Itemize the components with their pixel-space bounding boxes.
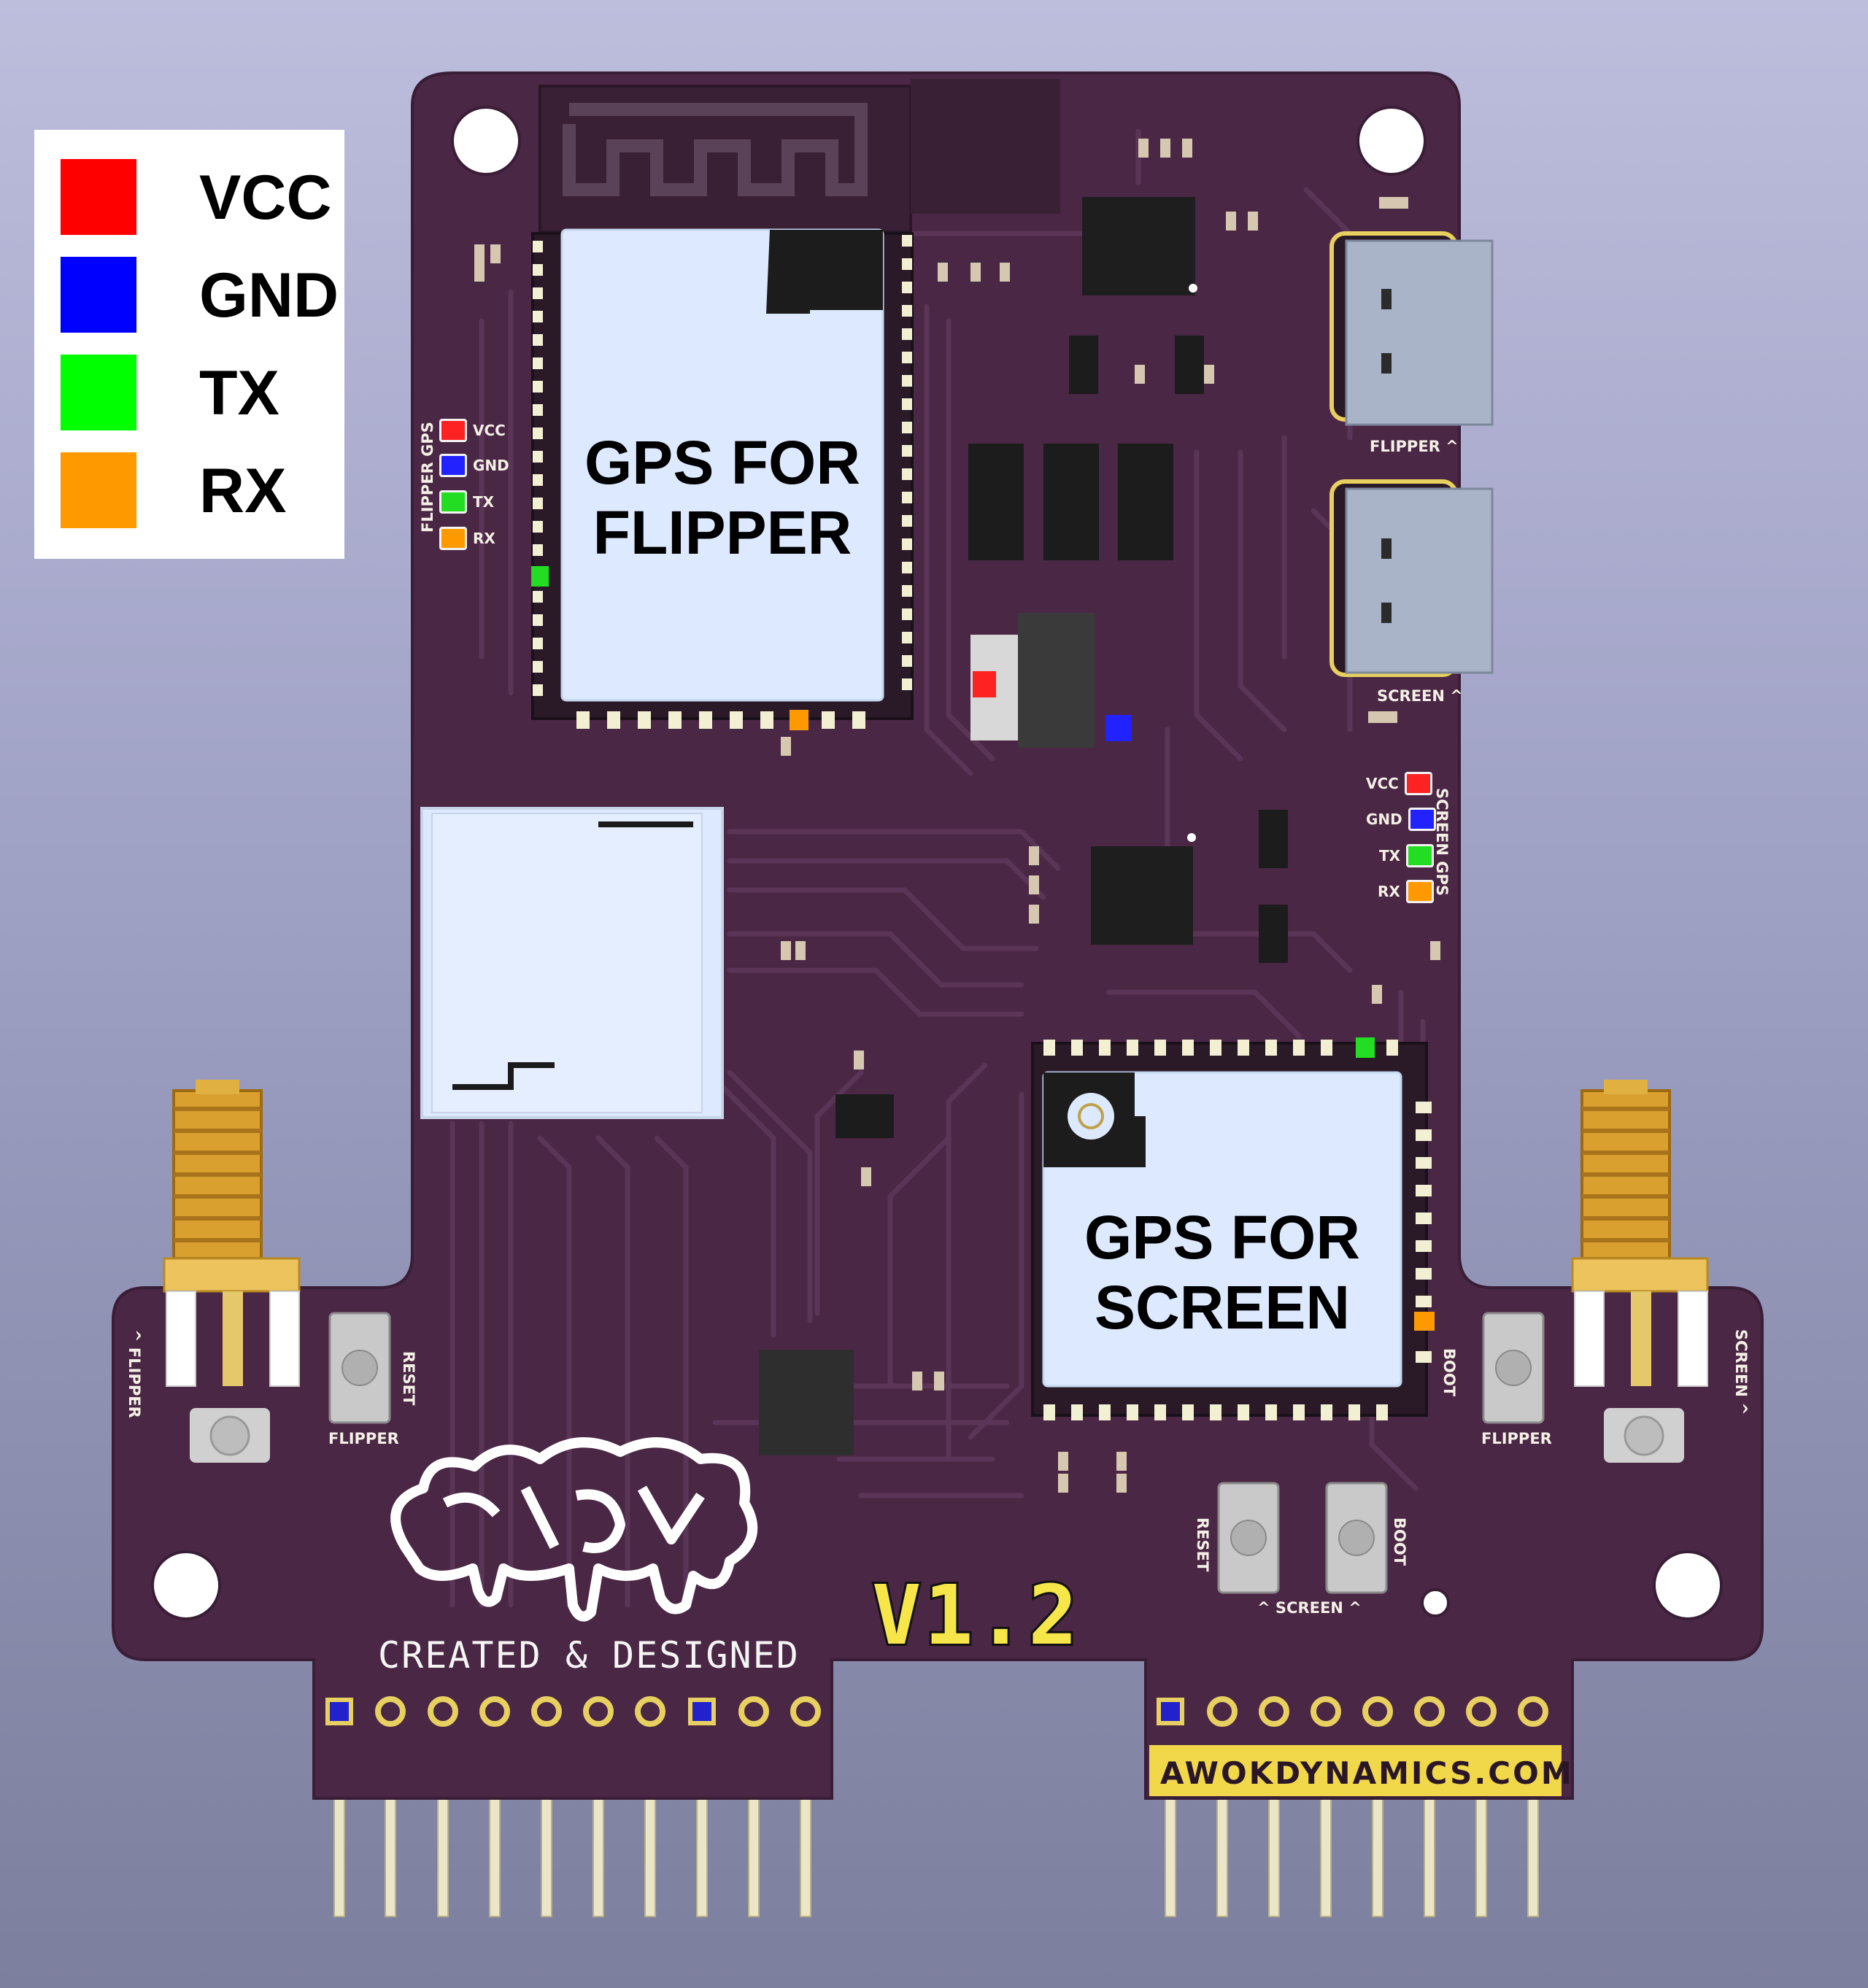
screen-boot-label: BOOT	[1391, 1517, 1408, 1566]
flipper-boot-button-label: FLIPPER	[1481, 1430, 1552, 1447]
flipper-boot-label: BOOT	[1440, 1348, 1458, 1397]
screen-gps-label-line1: GPS FOR	[1084, 1203, 1361, 1272]
pin-swatch-rx	[1405, 880, 1434, 903]
legend-swatch-gnd	[61, 257, 136, 333]
usb-c-flipper-port	[1329, 231, 1494, 426]
pin-label-gnd: GND	[1366, 811, 1402, 828]
pin-label-tx: TX	[473, 493, 495, 511]
screen-gps-tx-pad	[1356, 1037, 1375, 1058]
mounting-holes	[151, 106, 1723, 1620]
website-plate	[1149, 1745, 1562, 1796]
flipper-gps-pad-column-right	[902, 235, 912, 690]
left-header-pins	[333, 1798, 811, 1917]
flipper-gps-pin-tx: TX	[439, 490, 494, 514]
screen-gps-pin-vcc: VCC	[1366, 772, 1432, 795]
screen-gps-pin-rx: RX	[1378, 880, 1434, 903]
legend-label-vcc: VCC	[199, 163, 332, 233]
legend-row-gnd: GND	[61, 257, 339, 333]
right-header-pins	[1165, 1798, 1539, 1917]
flipper-gps-pin-gnd: GND	[439, 454, 509, 477]
pin-swatch-gnd	[439, 454, 467, 477]
flipper-gps-antenna-area	[539, 79, 1060, 233]
legend-swatch-rx	[61, 452, 136, 528]
right-header-pads	[1157, 1696, 1548, 1727]
ufl-connectors	[190, 1408, 1684, 1463]
voltage-regulator	[970, 613, 1132, 748]
flipper-gps-label-line1: GPS FOR	[584, 428, 861, 497]
legend-row-vcc: VCC	[61, 159, 338, 235]
pin-label-tx: TX	[1379, 847, 1401, 865]
pin-swatch-rx	[439, 527, 467, 550]
screen-gps-module	[1031, 1042, 1428, 1417]
flipper-gps-tx-pad	[531, 566, 549, 587]
awok-logo	[390, 1437, 758, 1622]
usb-flipper-label: FLIPPER ^	[1370, 438, 1459, 455]
legend-swatch-vcc	[61, 159, 136, 235]
pcb-outline	[112, 71, 1764, 1800]
pin-swatch-tx	[439, 490, 467, 514]
pin-color-legend: VCC GND TX RX	[34, 130, 344, 559]
pin-swatch-tx	[1406, 844, 1435, 867]
legend-label-tx: TX	[199, 358, 279, 428]
screen-gps-pin-gnd: GND	[1366, 808, 1436, 831]
legend-row-rx: RX	[61, 452, 338, 528]
flipper-reset-label: RESET	[400, 1351, 417, 1406]
legend-swatch-tx	[61, 355, 136, 430]
screen-gps-pads-bottom	[1043, 1404, 1388, 1420]
antenna-flipper-label: ^ FLIPPER	[126, 1329, 143, 1418]
qfn-chip-top	[1082, 197, 1197, 295]
sot23-transistors	[835, 336, 1288, 1138]
flipper-gps-module-pads	[531, 228, 914, 720]
pin-swatch-vcc	[1404, 772, 1432, 795]
flipper-gps-pin-vcc: VCC	[439, 419, 506, 442]
usb-c-screen-port	[1329, 479, 1494, 677]
left-header-pads	[325, 1696, 821, 1727]
usb-screen-label: SCREEN ^	[1377, 687, 1463, 705]
screen-gps-label: GPS FOR SCREEN	[1054, 1202, 1390, 1342]
flipper-gps-rx-pad	[790, 710, 808, 730]
screen-buttons-label: ^ SCREEN ^	[1257, 1599, 1362, 1617]
tssop-chip	[759, 1350, 854, 1455]
pin-label-rx: RX	[473, 530, 495, 547]
screen-reset-label: RESET	[1194, 1517, 1211, 1572]
antenna-screen-label: SCREEN ^	[1732, 1329, 1750, 1415]
qfn-chip-middle	[1091, 833, 1196, 945]
screen-gps-pads-top	[1043, 1040, 1398, 1056]
legend-row-tx: TX	[61, 355, 338, 430]
smd-passives	[474, 139, 1440, 1493]
screen-gps-label-line2: SCREEN	[1094, 1273, 1351, 1342]
flipper-gps-label-line2: FLIPPER	[593, 498, 852, 567]
version-label: V1.2	[870, 1566, 1081, 1666]
screen-gps-pads-right	[1416, 1102, 1432, 1363]
screen-gps-header-label: SCREEN GPS	[1433, 788, 1451, 897]
sma-connector-right	[1571, 1080, 1709, 1387]
diodes-row	[968, 444, 1173, 560]
flipper-gps-label: GPS FOR FLIPPER	[566, 428, 879, 568]
pin-label-vcc: VCC	[1366, 775, 1399, 792]
screen-gps-pin-tx: TX	[1379, 844, 1435, 867]
pin-label-vcc: VCC	[473, 422, 506, 439]
sd-card-slot	[420, 807, 724, 1119]
credit-text: CREATED & DESIGNED	[378, 1634, 800, 1676]
screen-gps-rx-pad	[1414, 1312, 1435, 1331]
flipper-gps-pin-rx: RX	[439, 527, 495, 550]
website-label: AWOKDYNAMICS.COM	[1160, 1755, 1574, 1791]
flipper-gps-header-label: FLIPPER GPS	[419, 422, 436, 533]
legend-label-gnd: GND	[199, 260, 339, 330]
flipper-gps-pad-column-left	[533, 241, 543, 696]
flipper-reset-button-label: FLIPPER	[328, 1430, 399, 1447]
legend-label-rx: RX	[199, 456, 287, 526]
pin-swatch-gnd	[1408, 808, 1436, 831]
button-plungers	[341, 1350, 1532, 1556]
flipper-gps-pad-row-bottom	[576, 711, 865, 729]
pin-label-rx: RX	[1378, 883, 1400, 900]
sma-connector-left	[163, 1080, 301, 1387]
pin-swatch-vcc	[439, 419, 467, 442]
pin-label-gnd: GND	[473, 457, 509, 474]
